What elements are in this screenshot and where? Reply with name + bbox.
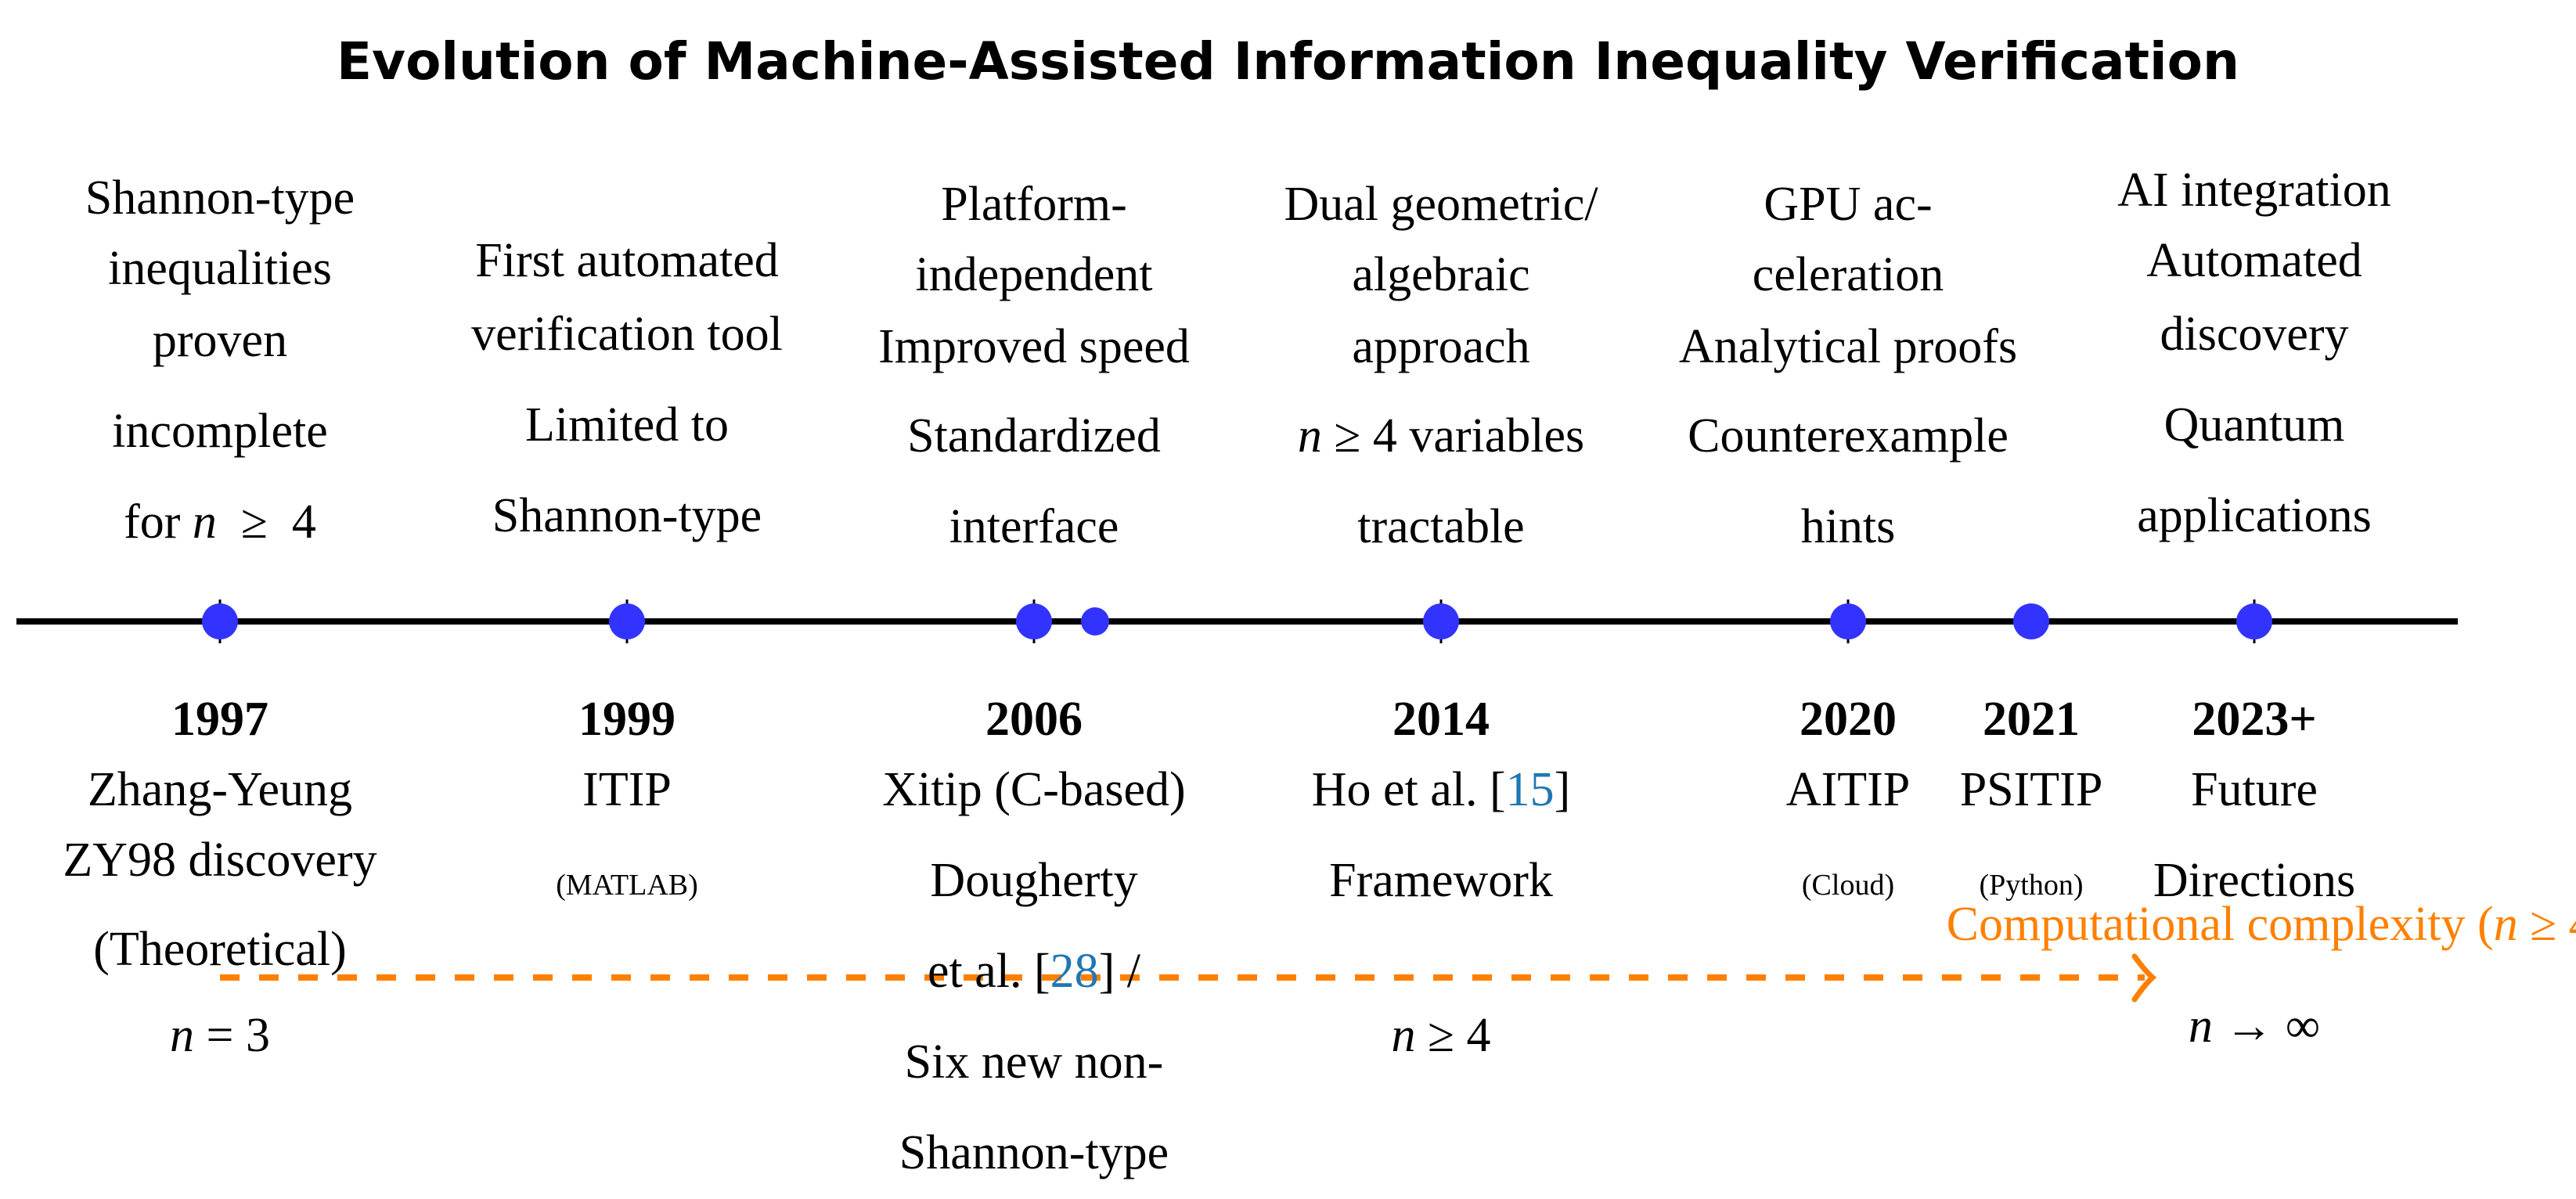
label-2006-line2: Dougherty	[930, 854, 1138, 907]
desc-2023-line1: AI integration	[2117, 164, 2391, 217]
desc-2020-line2: celeration	[1752, 248, 1944, 301]
milestone-marker-2006	[1016, 600, 1052, 643]
desc-2023-line5: applications	[2137, 489, 2372, 542]
desc-2006-line1: Platform-	[941, 178, 1127, 231]
desc-2014-line2: algebraic	[1352, 248, 1530, 301]
math-2023: n → ∞	[2188, 999, 2321, 1053]
year-label-2020: 2020	[1800, 693, 1897, 746]
desc-2014-line3: approach	[1352, 320, 1530, 373]
desc-1997-line5: for n ≥ 4	[124, 495, 316, 549]
desc-2023-line4: Quantum	[2163, 398, 2345, 452]
year-label-2014: 2014	[1392, 693, 1490, 746]
label-1997-line2: ZY98 discovery	[63, 834, 377, 887]
complexity-label: Computational complexity (n ≥ 4)	[1946, 898, 2576, 951]
label-1997-line3: (Theoretical)	[93, 923, 347, 976]
desc-1997-line3: proven	[152, 314, 288, 367]
milestone-marker-1997	[202, 600, 238, 643]
desc-2020-line5: hints	[1800, 500, 1896, 553]
desc-2014-line4: n ≥ 4 variables	[1297, 409, 1585, 463]
desc-1999-line4: Shannon-type	[492, 489, 762, 542]
desc-2023-line2: Automated	[2146, 234, 2362, 287]
desc-2014-line5: tractable	[1357, 500, 1525, 553]
milestone-marker-2021	[2013, 603, 2049, 639]
desc-2006-line5: interface	[949, 500, 1119, 553]
desc-1999-line3: Limited to	[524, 398, 730, 452]
desc-2006-line3: Improved speed	[878, 320, 1190, 373]
year-label-2006: 2006	[985, 693, 1083, 746]
desc-2020-line1: GPU ac-	[1764, 178, 1933, 231]
label-2021-tool: PSITIP	[1959, 763, 2103, 816]
desc-2006-line2: independent	[915, 248, 1153, 301]
label-2020-note: (Cloud)	[1801, 869, 1895, 902]
label-2023-line2: Directions	[2153, 854, 2356, 907]
citation-28[interactable]: 28	[1050, 945, 1099, 998]
milestone-marker-2023	[2236, 600, 2272, 643]
desc-1997-line4: incomplete	[112, 405, 328, 458]
label-2014-line2: Framework	[1329, 854, 1553, 907]
desc-1999-line2: verification tool	[471, 308, 783, 361]
desc-1999-line1: First automated	[475, 234, 779, 287]
label-2020-tool: AITIP	[1785, 763, 1911, 816]
desc-2014-line1: Dual geometric/	[1284, 178, 1598, 231]
milestone-marker-2020	[1830, 600, 1866, 643]
label-2021-note: (Python)	[1979, 869, 2084, 902]
label-1997-line1: Zhang-Yeung	[87, 763, 353, 816]
math-2014: n ≥ 4	[1391, 1009, 1491, 1062]
label-1999-tool: ITIP	[582, 763, 672, 816]
label-2014-line1: Ho et al. [15]	[1311, 763, 1571, 816]
math-1997: n = 3	[170, 1009, 270, 1062]
desc-1997-line1: Shannon-type	[85, 171, 355, 225]
desc-2020-line4: Counterexample	[1688, 409, 2009, 463]
complexity-arrow	[220, 953, 2157, 1003]
desc-2006-line4: Standardized	[907, 409, 1161, 463]
year-label-1997: 1997	[171, 693, 268, 746]
label-1999-note: (MATLAB)	[556, 869, 698, 902]
label-2023-line1: Future	[2191, 763, 2318, 816]
milestone-marker-1999	[609, 600, 645, 643]
citation-15[interactable]: 15	[1505, 763, 1555, 816]
desc-2020-line3: Analytical proofs	[1678, 320, 2018, 373]
milestone-marker-2006-secondary	[1081, 607, 1109, 636]
year-label-1999: 1999	[578, 693, 676, 746]
label-2006-line4: Six new non-	[904, 1035, 1164, 1089]
desc-2023-line3: discovery	[2160, 308, 2349, 361]
desc-1997-line2: inequalities	[108, 242, 332, 295]
year-label-2023: 2023+	[2192, 693, 2317, 746]
label-2006-line3: et al. [28] /	[927, 945, 1141, 998]
label-2006-line5: Shannon-type	[899, 1126, 1169, 1179]
year-label-2021: 2021	[1983, 693, 2080, 746]
diagram-title: Evolution of Machine-Assisted Informatio…	[336, 31, 2240, 92]
label-2006-line1: Xitip (C-based)	[882, 763, 1186, 816]
milestone-marker-2014	[1423, 600, 1459, 643]
